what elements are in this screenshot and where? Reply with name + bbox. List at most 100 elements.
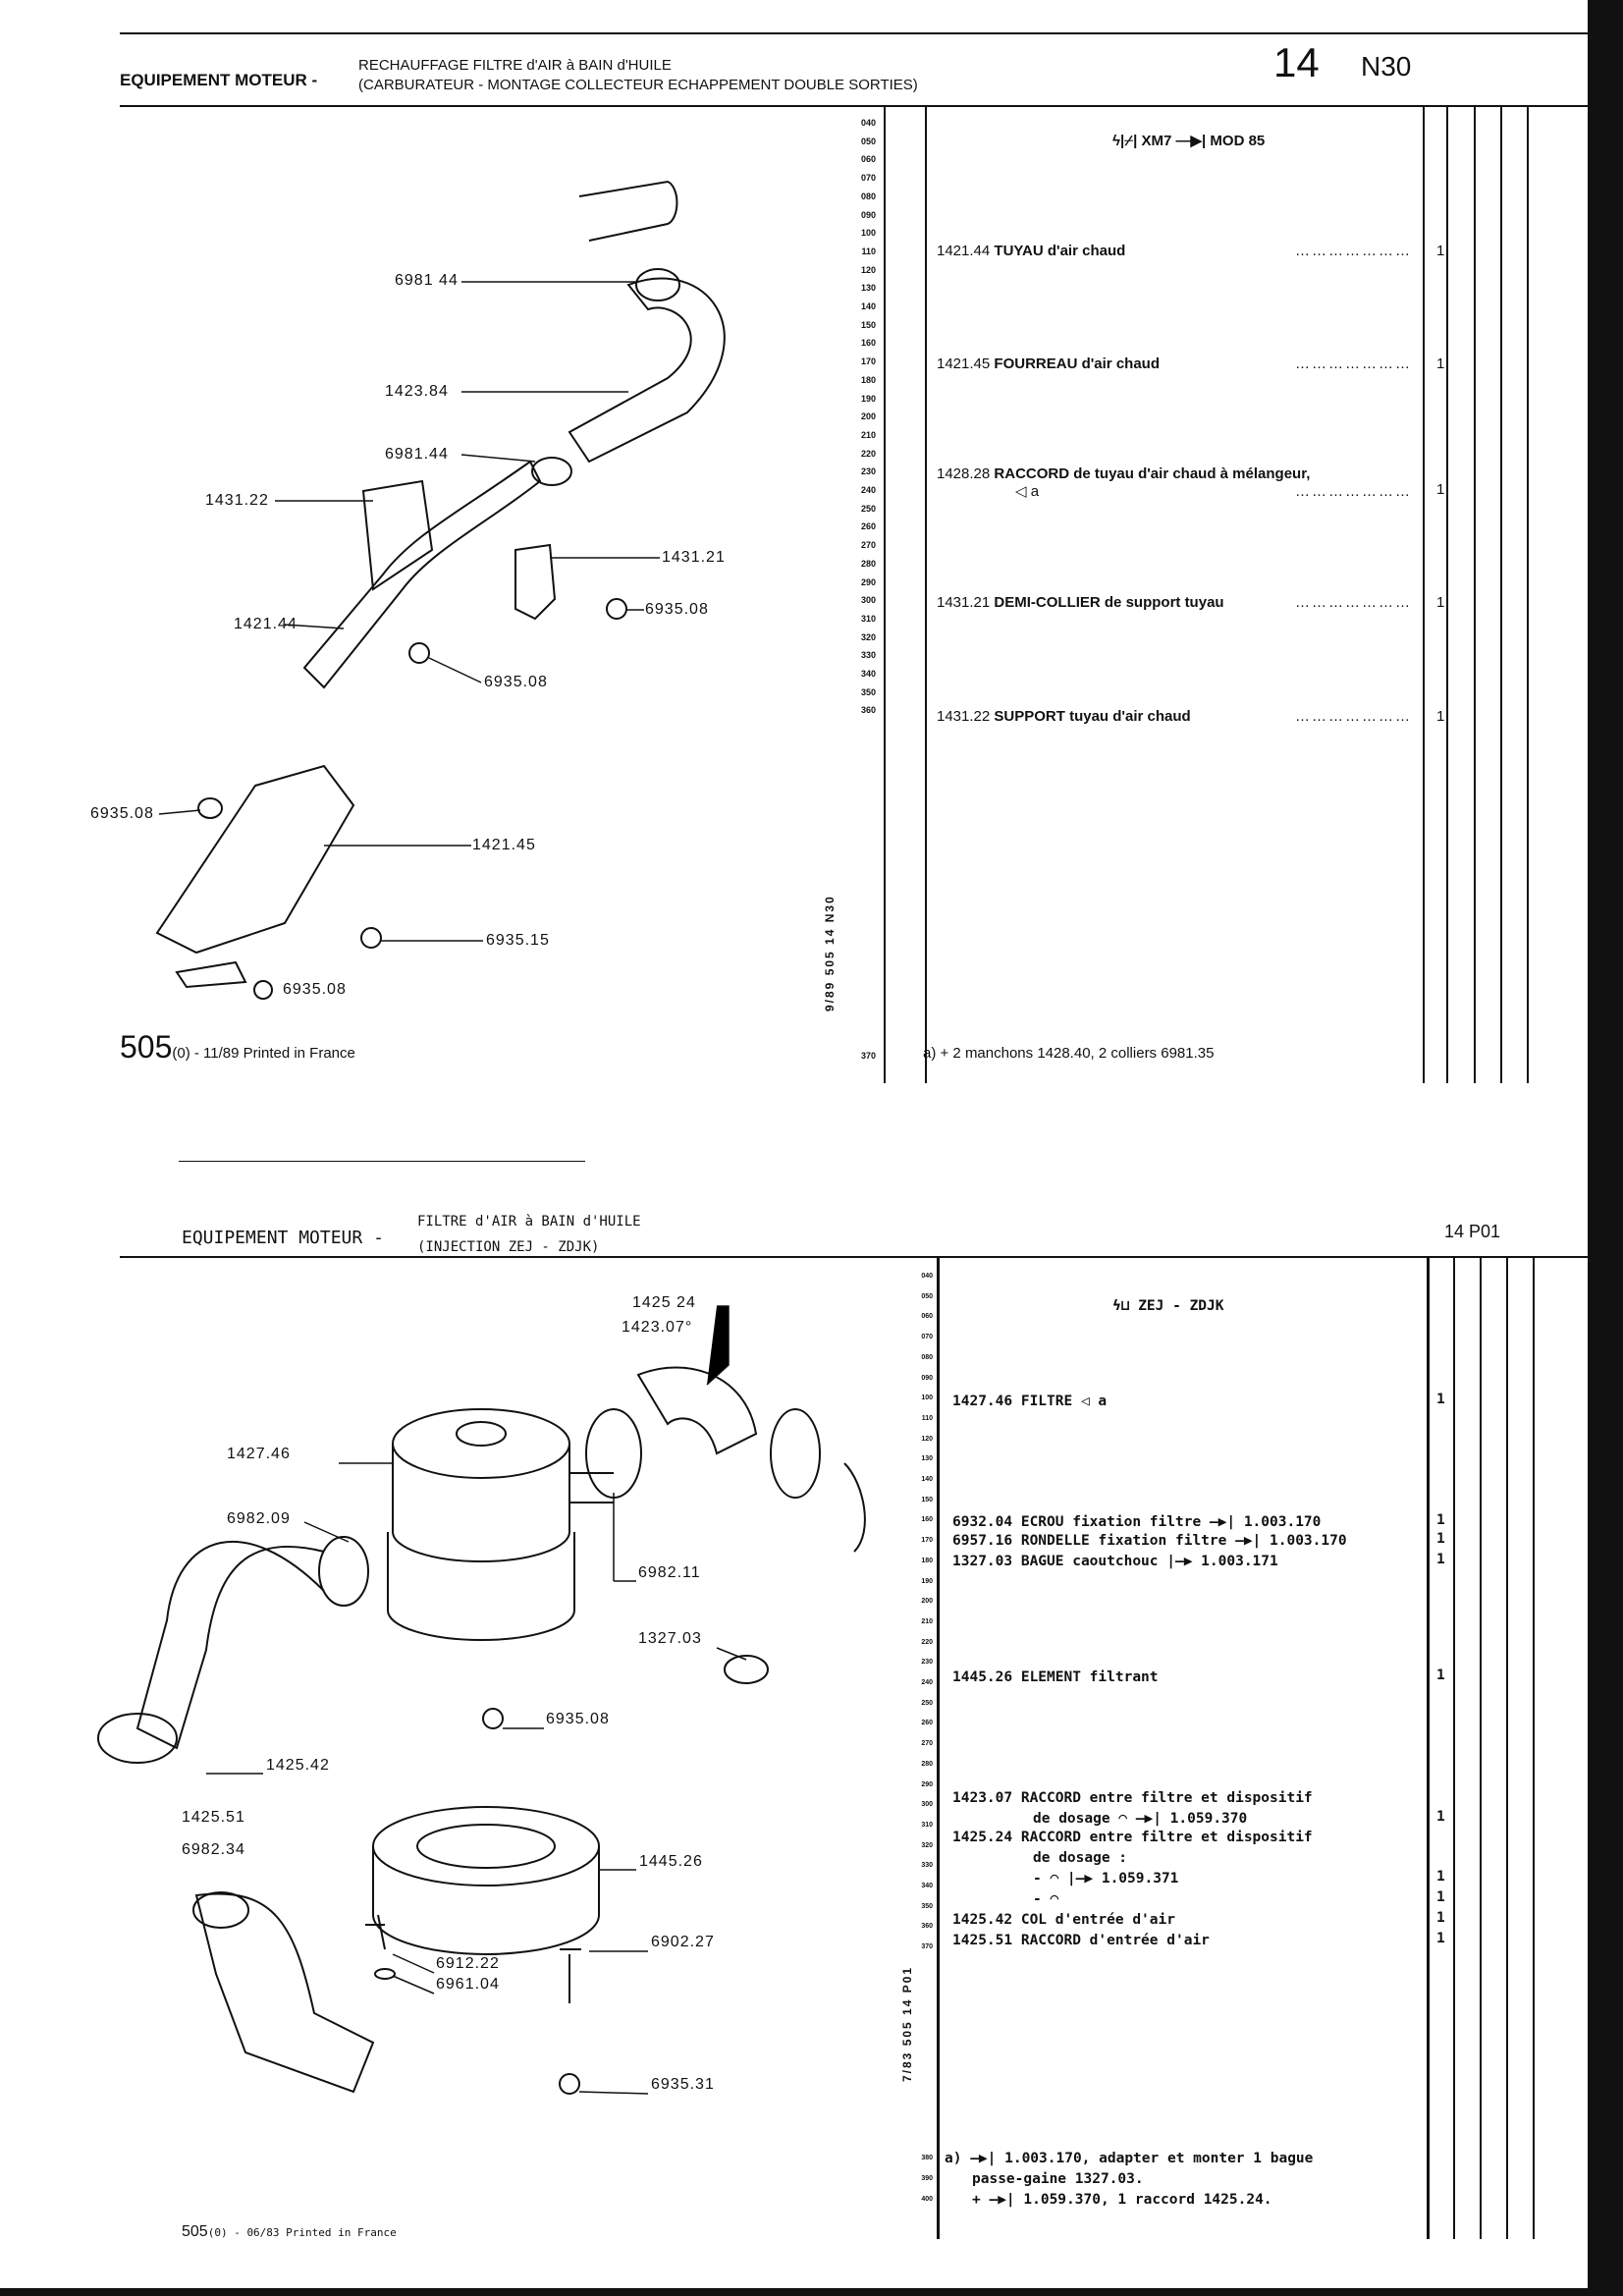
header-bottom-rule	[120, 105, 1588, 107]
part-description: RACCORD de tuyau d'air chaud à mélangeur…	[994, 465, 1311, 482]
row-number: 090	[921, 1374, 933, 1382]
row-number: 300	[921, 1801, 933, 1809]
part-description: SUPPORT tuyau d'air chaud	[994, 708, 1191, 725]
callout-label: 6902.27	[651, 1934, 715, 1950]
row-number: 190	[860, 393, 876, 404]
part-quantity: 1	[1436, 594, 1445, 611]
group-number: 14	[1273, 39, 1320, 85]
callout-label: 1425.42	[266, 1757, 330, 1774]
parts-list-item: 1428.28 RACCORD de tuyau d'air chaud à m…	[937, 465, 1418, 500]
row-number: 040	[860, 118, 876, 128]
row-number: 260	[860, 521, 876, 532]
clamp-drawing	[175, 960, 247, 989]
part-ref: 1425.24	[952, 1830, 1013, 1845]
part-description: RONDELLE fixation filtre —▶| 1.003.170	[1020, 1533, 1347, 1549]
parts-list-item: 1431.22 SUPPORT tuyau d'air chaud…………………	[937, 708, 1418, 725]
footer-text: (0) - 06/83 Printed in France	[207, 2226, 397, 2239]
callout-label: 6935.31	[651, 2076, 715, 2093]
exploded-diagram-oil-bath-filter	[97, 1305, 866, 2095]
row-number: 220	[921, 1638, 933, 1646]
row-number: 180	[921, 1557, 933, 1564]
row-number: 360	[921, 1923, 933, 1931]
row-number: 200	[921, 1598, 933, 1606]
footnote: a) + 2 manchons 1428.40, 2 colliers 6981…	[923, 1045, 1215, 1062]
header-bottom-rule	[120, 1256, 1588, 1258]
row-number: 080	[921, 1353, 933, 1361]
callout-label: 6982.09	[227, 1510, 291, 1527]
footer: 505(0) - 11/89 Printed in France	[120, 1029, 355, 1066]
clamp-6982-34-drawing	[192, 1891, 249, 1929]
row-number: 090	[860, 209, 876, 220]
row-number: 120	[921, 1435, 933, 1443]
row-number: 040	[921, 1273, 933, 1280]
row-number: 180	[860, 374, 876, 385]
row-number: 310	[921, 1821, 933, 1829]
parts-list-item: 1445.26 ELEMENT filtrant	[952, 1667, 1159, 1688]
section-title: EQUIPEMENT MOTEUR -	[120, 71, 318, 89]
parts-list-item: 1425.51 RACCORD d'entrée d'air	[952, 1931, 1210, 1951]
part-ref: 6932.04	[952, 1514, 1013, 1530]
hose-end-drawing	[97, 1713, 178, 1764]
row-number: 150	[921, 1496, 933, 1503]
table-rule	[1533, 1256, 1535, 2239]
filter-bowl-drawing	[387, 1532, 575, 1641]
callout-label: 1427.46	[227, 1446, 291, 1462]
row-number: 120	[860, 264, 876, 275]
part-description: FILTRE ◁ a	[1020, 1394, 1108, 1409]
callout-label: 6982.11	[638, 1564, 701, 1581]
table-rule	[1527, 105, 1529, 1083]
part-sub: de dosage ◠ —▶| 1.059.370	[1033, 1811, 1248, 1827]
row-number: 330	[860, 650, 876, 661]
part-ref: 1425.42	[952, 1912, 1013, 1928]
table-rule	[1474, 105, 1476, 1083]
row-number: 360	[860, 705, 876, 716]
row-number: 070	[921, 1334, 933, 1341]
row-number: 370	[860, 1051, 876, 1061]
screw-6902-27-drawing	[560, 1948, 581, 2003]
row-number: 130	[921, 1455, 933, 1463]
callout-label: 1445.26	[639, 1853, 703, 1870]
row-number: 100	[860, 228, 876, 239]
page-title-line2: (CARBURATEUR - MONTAGE COLLECTEUR ECHAPP…	[358, 77, 918, 93]
callout-label: 1421.44	[234, 616, 298, 632]
row-number: 050	[921, 1292, 933, 1300]
parts-list-item: 6957.16 RONDELLE fixation filtre —▶| 1.0…	[952, 1531, 1347, 1552]
part-quantity: 1	[1436, 708, 1445, 725]
part-description: RACCORD entre filtre et dispositif	[1020, 1790, 1313, 1806]
row-number: 290	[921, 1780, 933, 1788]
row-number: 370	[921, 1943, 933, 1951]
part-description: TUYAU d'air chaud	[994, 243, 1126, 259]
vertical-page-code: 9/89 505 14 N30	[823, 895, 837, 1011]
row-number: 220	[860, 448, 876, 459]
half-collar-1431-21-drawing	[514, 543, 557, 621]
leader-dots: …………………	[1295, 355, 1412, 372]
part-quantity: 1	[1436, 1552, 1445, 1567]
row-number: 110	[861, 246, 876, 256]
mixer-pipe-drawing	[578, 180, 678, 242]
row-number: 320	[860, 631, 876, 642]
metering-device-drawing	[843, 1462, 866, 1553]
row-number: 170	[921, 1537, 933, 1545]
nut-drawing	[482, 1708, 504, 1729]
footnote-line: passe-gaine 1327.03.	[972, 2171, 1144, 2187]
clamp-drawing	[531, 457, 572, 486]
row-number: 170	[860, 356, 876, 367]
parts-list-item: 1421.44 TUYAU d'air chaud…………………	[937, 243, 1418, 259]
part-ref: 1423.07	[952, 1790, 1013, 1806]
part-quantity: 1	[1436, 1809, 1445, 1825]
footer-model: 505	[182, 2223, 208, 2240]
page-separator	[179, 1161, 585, 1162]
row-number: 300	[860, 595, 876, 606]
callout-label: 6912.22	[436, 1955, 500, 1972]
scan-border-bottom	[0, 2288, 1623, 2296]
parts-list-item: 1423.07 RACCORD entre filtre et disposit…	[952, 1788, 1313, 1830]
clamp-6982-09-drawing	[318, 1536, 369, 1607]
nut-drawing	[559, 2073, 580, 2095]
inlet-connector-1425-51-drawing	[194, 1892, 375, 2094]
callout-label: 1423.07°	[622, 1319, 693, 1336]
row-number: 150	[860, 319, 876, 330]
part-ref: 1327.03	[952, 1554, 1013, 1569]
row-number: 250	[860, 503, 876, 514]
part-sub: - ◠	[1033, 1891, 1059, 1907]
callout-label: 1423.84	[385, 383, 449, 400]
